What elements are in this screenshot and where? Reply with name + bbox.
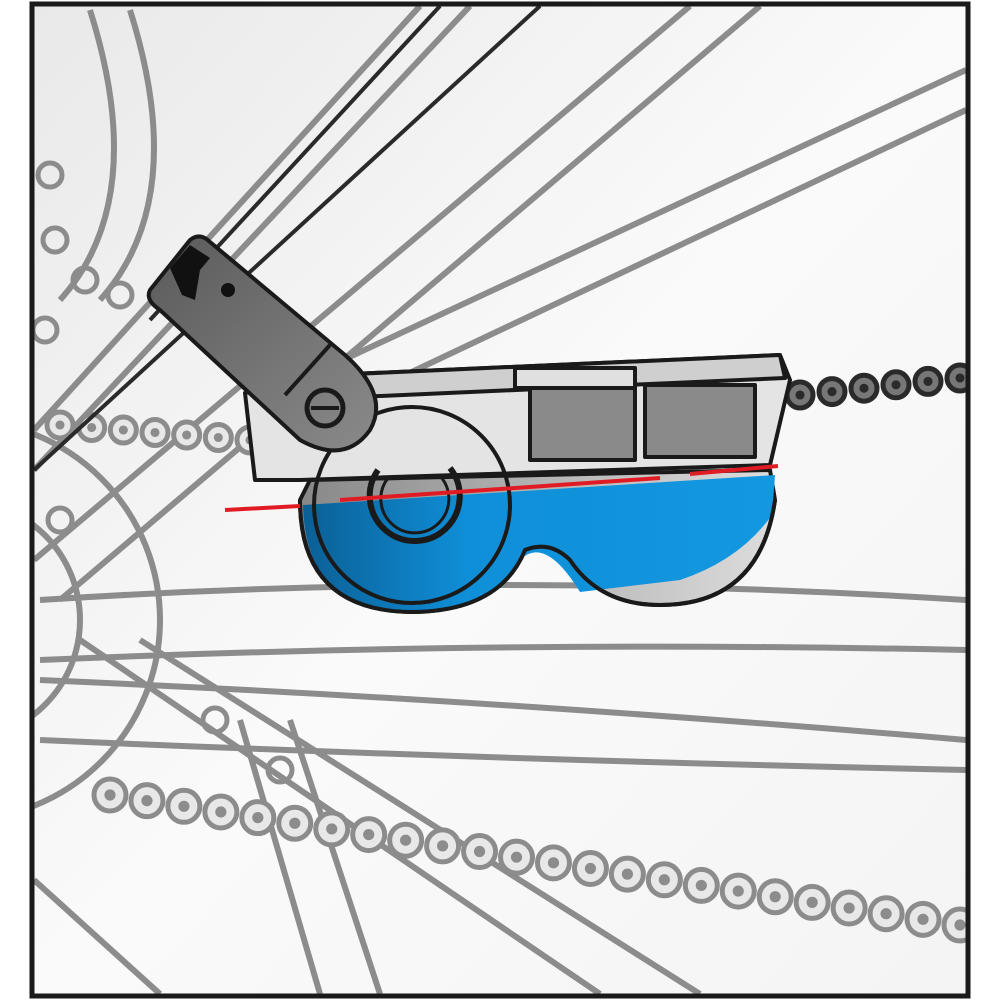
chain-pin: [141, 795, 153, 807]
viewing-window-1: [528, 383, 637, 462]
chain-pin: [252, 812, 264, 824]
chain-pin: [55, 420, 65, 430]
chain-pin: [658, 874, 670, 886]
chain-pin: [827, 387, 837, 397]
chain-pin: [326, 823, 338, 835]
chain-lower: [91, 776, 966, 944]
chain-pin: [769, 891, 781, 903]
fluid: [303, 475, 775, 612]
screw-icon: [304, 387, 346, 429]
viewing-window-2: [643, 383, 757, 459]
chain-pin: [923, 376, 933, 386]
sprocket-hole: [34, 315, 60, 345]
handle: [146, 234, 379, 453]
chain-pin: [104, 789, 116, 801]
sprocket-hole: [265, 755, 295, 785]
chain-pin: [215, 806, 227, 818]
chain-pin: [87, 422, 97, 433]
chain-pin: [510, 851, 523, 863]
chain-pin: [891, 380, 901, 390]
sprocket-hole: [45, 505, 75, 535]
frame-border: [29, 1, 971, 999]
brush-wheel: [312, 405, 512, 605]
chain-cleaner-tool: [146, 234, 792, 614]
chain-pin: [955, 373, 965, 383]
chain-pin: [178, 800, 190, 812]
chain-pin: [437, 840, 449, 852]
chain-pin: [363, 828, 375, 841]
sprocket-icon: [34, 160, 295, 785]
chain-pin: [182, 430, 192, 440]
chain-pin: [880, 908, 892, 920]
sprocket-hole: [200, 705, 230, 735]
chain-pin: [289, 817, 301, 829]
fluid-level-line: [224, 464, 779, 512]
chain-pin: [806, 896, 818, 908]
chain-pin: [843, 902, 855, 914]
chain-pin: [859, 383, 869, 393]
chain-pin: [213, 432, 223, 443]
sprocket-hole: [105, 280, 135, 310]
chain-pin: [547, 857, 560, 869]
chain-pin: [621, 868, 633, 880]
chain-pin: [732, 885, 744, 897]
chain-pin: [695, 879, 707, 892]
chain-pin: [917, 913, 929, 925]
chain-pin: [473, 845, 486, 858]
chain-pin: [118, 425, 128, 435]
chain-pin: [954, 919, 966, 931]
chain-pin: [584, 862, 597, 875]
chain-pin: [150, 427, 160, 438]
brand-logo-icon: [170, 245, 235, 300]
chain-pin: [400, 834, 412, 846]
sprocket-hole: [35, 160, 65, 190]
sprocket-hole: [70, 265, 100, 295]
chain-upper-left: [44, 409, 266, 456]
sprocket-hole: [40, 225, 70, 255]
chain-pin: [795, 390, 805, 400]
